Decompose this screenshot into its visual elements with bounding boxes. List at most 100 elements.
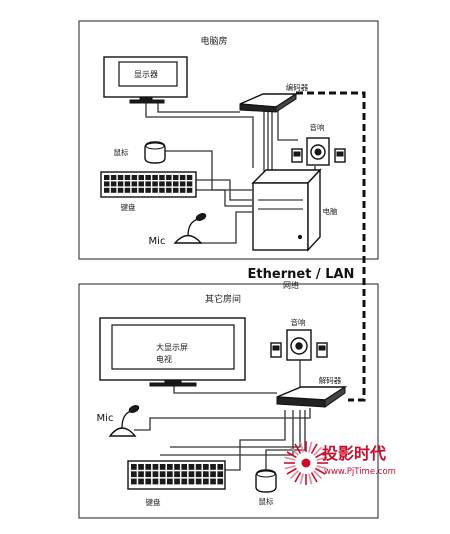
watermark-ray: [313, 470, 323, 480]
watermark-ray: [284, 456, 296, 461]
keyboard-key: [131, 471, 137, 478]
mic-top-device: [173, 213, 207, 244]
keyboard-key: [217, 471, 224, 478]
keyboard-bottom-device: [127, 460, 226, 490]
watermark-ray: [315, 451, 326, 459]
keyboard-key: [145, 175, 151, 180]
keyboard-key: [117, 187, 124, 193]
keyboard-key: [210, 471, 216, 478]
keyboard-key: [152, 175, 158, 180]
mouse-bottom-label: 鼠标: [259, 496, 274, 506]
big-screen-device: [99, 317, 246, 387]
keyboard-key: [138, 478, 144, 485]
keyboard-key: [117, 181, 124, 187]
keyboard-key: [166, 181, 172, 187]
speakers-top-device: [291, 137, 346, 166]
watermark-ray: [286, 451, 297, 459]
keyboard-key: [152, 187, 158, 193]
keyboard-key: [138, 187, 144, 193]
decoder-device: [276, 386, 348, 408]
keyboard-key: [203, 478, 209, 485]
watermark-ray: [315, 467, 326, 475]
keyboard-key: [110, 175, 117, 180]
mouse-top-label: 鼠标: [114, 147, 129, 157]
ethernet-link: [296, 91, 366, 402]
speaker-bottom-label: 音响: [291, 317, 306, 327]
keyboard-key: [166, 175, 172, 180]
keyboard-key: [173, 187, 179, 193]
keyboard-key: [145, 478, 152, 485]
keyboard-key: [174, 464, 180, 470]
watermark-ray: [289, 446, 299, 456]
keyboard-key: [110, 181, 117, 187]
watermark-ray: [316, 465, 328, 470]
keyboard-key: [124, 175, 131, 180]
keyboard-key: [145, 464, 152, 470]
mic-bottom-device: [108, 405, 140, 437]
keyboard-top-label: 键盘: [121, 202, 136, 212]
keyboard-key: [138, 181, 144, 187]
keyboard-key: [145, 471, 152, 478]
watermark-ray: [308, 473, 313, 485]
keyboard-key: [124, 187, 131, 193]
mic-top-label: Mic: [149, 236, 166, 247]
keyboard-key: [188, 471, 195, 478]
monitor-device: [103, 56, 188, 104]
keyboard-key: [179, 175, 186, 180]
keyboard-key: [166, 187, 172, 193]
keyboard-key: [104, 181, 110, 187]
keyboard-key: [124, 181, 131, 187]
keyboard-key: [210, 478, 216, 485]
watermark-ray: [299, 473, 304, 485]
ethernet-label: Ethernet / LAN: [248, 267, 355, 282]
watermark-ray: [313, 446, 323, 456]
other-room-frame: [78, 283, 379, 519]
speakers-bottom-device: [270, 329, 328, 361]
keyboard-key: [174, 478, 180, 485]
mouse-bottom-device: [255, 469, 277, 493]
keyboard-key: [145, 187, 151, 193]
watermark-ray: [310, 443, 318, 454]
keyboard-key: [138, 471, 144, 478]
keyboard-key: [188, 464, 195, 470]
keyboard-key: [110, 187, 117, 193]
keyboard-key: [217, 464, 224, 470]
keyboard-key: [195, 464, 202, 470]
watermark-ray: [294, 443, 302, 454]
keyboard-bottom-label: 键盘: [146, 497, 161, 507]
keyboard-key: [145, 181, 151, 187]
keyboard-key: [203, 464, 209, 470]
keyboard-key: [195, 478, 202, 485]
watermark-ray: [294, 472, 302, 483]
big-screen-label-2: 电视: [156, 354, 172, 364]
computer-device: [251, 168, 322, 252]
watermark-ray: [289, 470, 299, 480]
keyboard-key: [131, 464, 137, 470]
keyboard-key: [152, 478, 159, 485]
decoder-label: 解码器: [319, 375, 342, 385]
network-label: 网络: [283, 280, 299, 290]
keyboard-key: [195, 471, 202, 478]
keyboard-key: [210, 464, 216, 470]
keyboard-key: [104, 187, 110, 193]
keyboard-key: [167, 478, 173, 485]
keyboard-key: [152, 464, 159, 470]
keyboard-key: [186, 175, 193, 180]
big-screen-label-1: 大显示屏: [156, 342, 188, 352]
mic-bottom-label: Mic: [97, 413, 114, 424]
keyboard-key: [159, 181, 165, 187]
computer-label: 电脑: [323, 206, 338, 216]
watermark-ray: [284, 465, 296, 470]
keyboard-key: [167, 471, 173, 478]
keyboard-key: [167, 464, 173, 470]
keyboard-key: [181, 478, 188, 485]
keyboard-key: [181, 471, 188, 478]
watermark-ray: [308, 441, 313, 453]
watermark-ray: [299, 441, 304, 453]
watermark-url: www.PjTime.com: [324, 467, 396, 477]
keyboard-key: [174, 471, 180, 478]
keyboard-key: [104, 175, 110, 180]
keyboard-key: [152, 181, 158, 187]
keyboard-key: [138, 464, 144, 470]
monitor-label: 显示器: [134, 70, 158, 79]
